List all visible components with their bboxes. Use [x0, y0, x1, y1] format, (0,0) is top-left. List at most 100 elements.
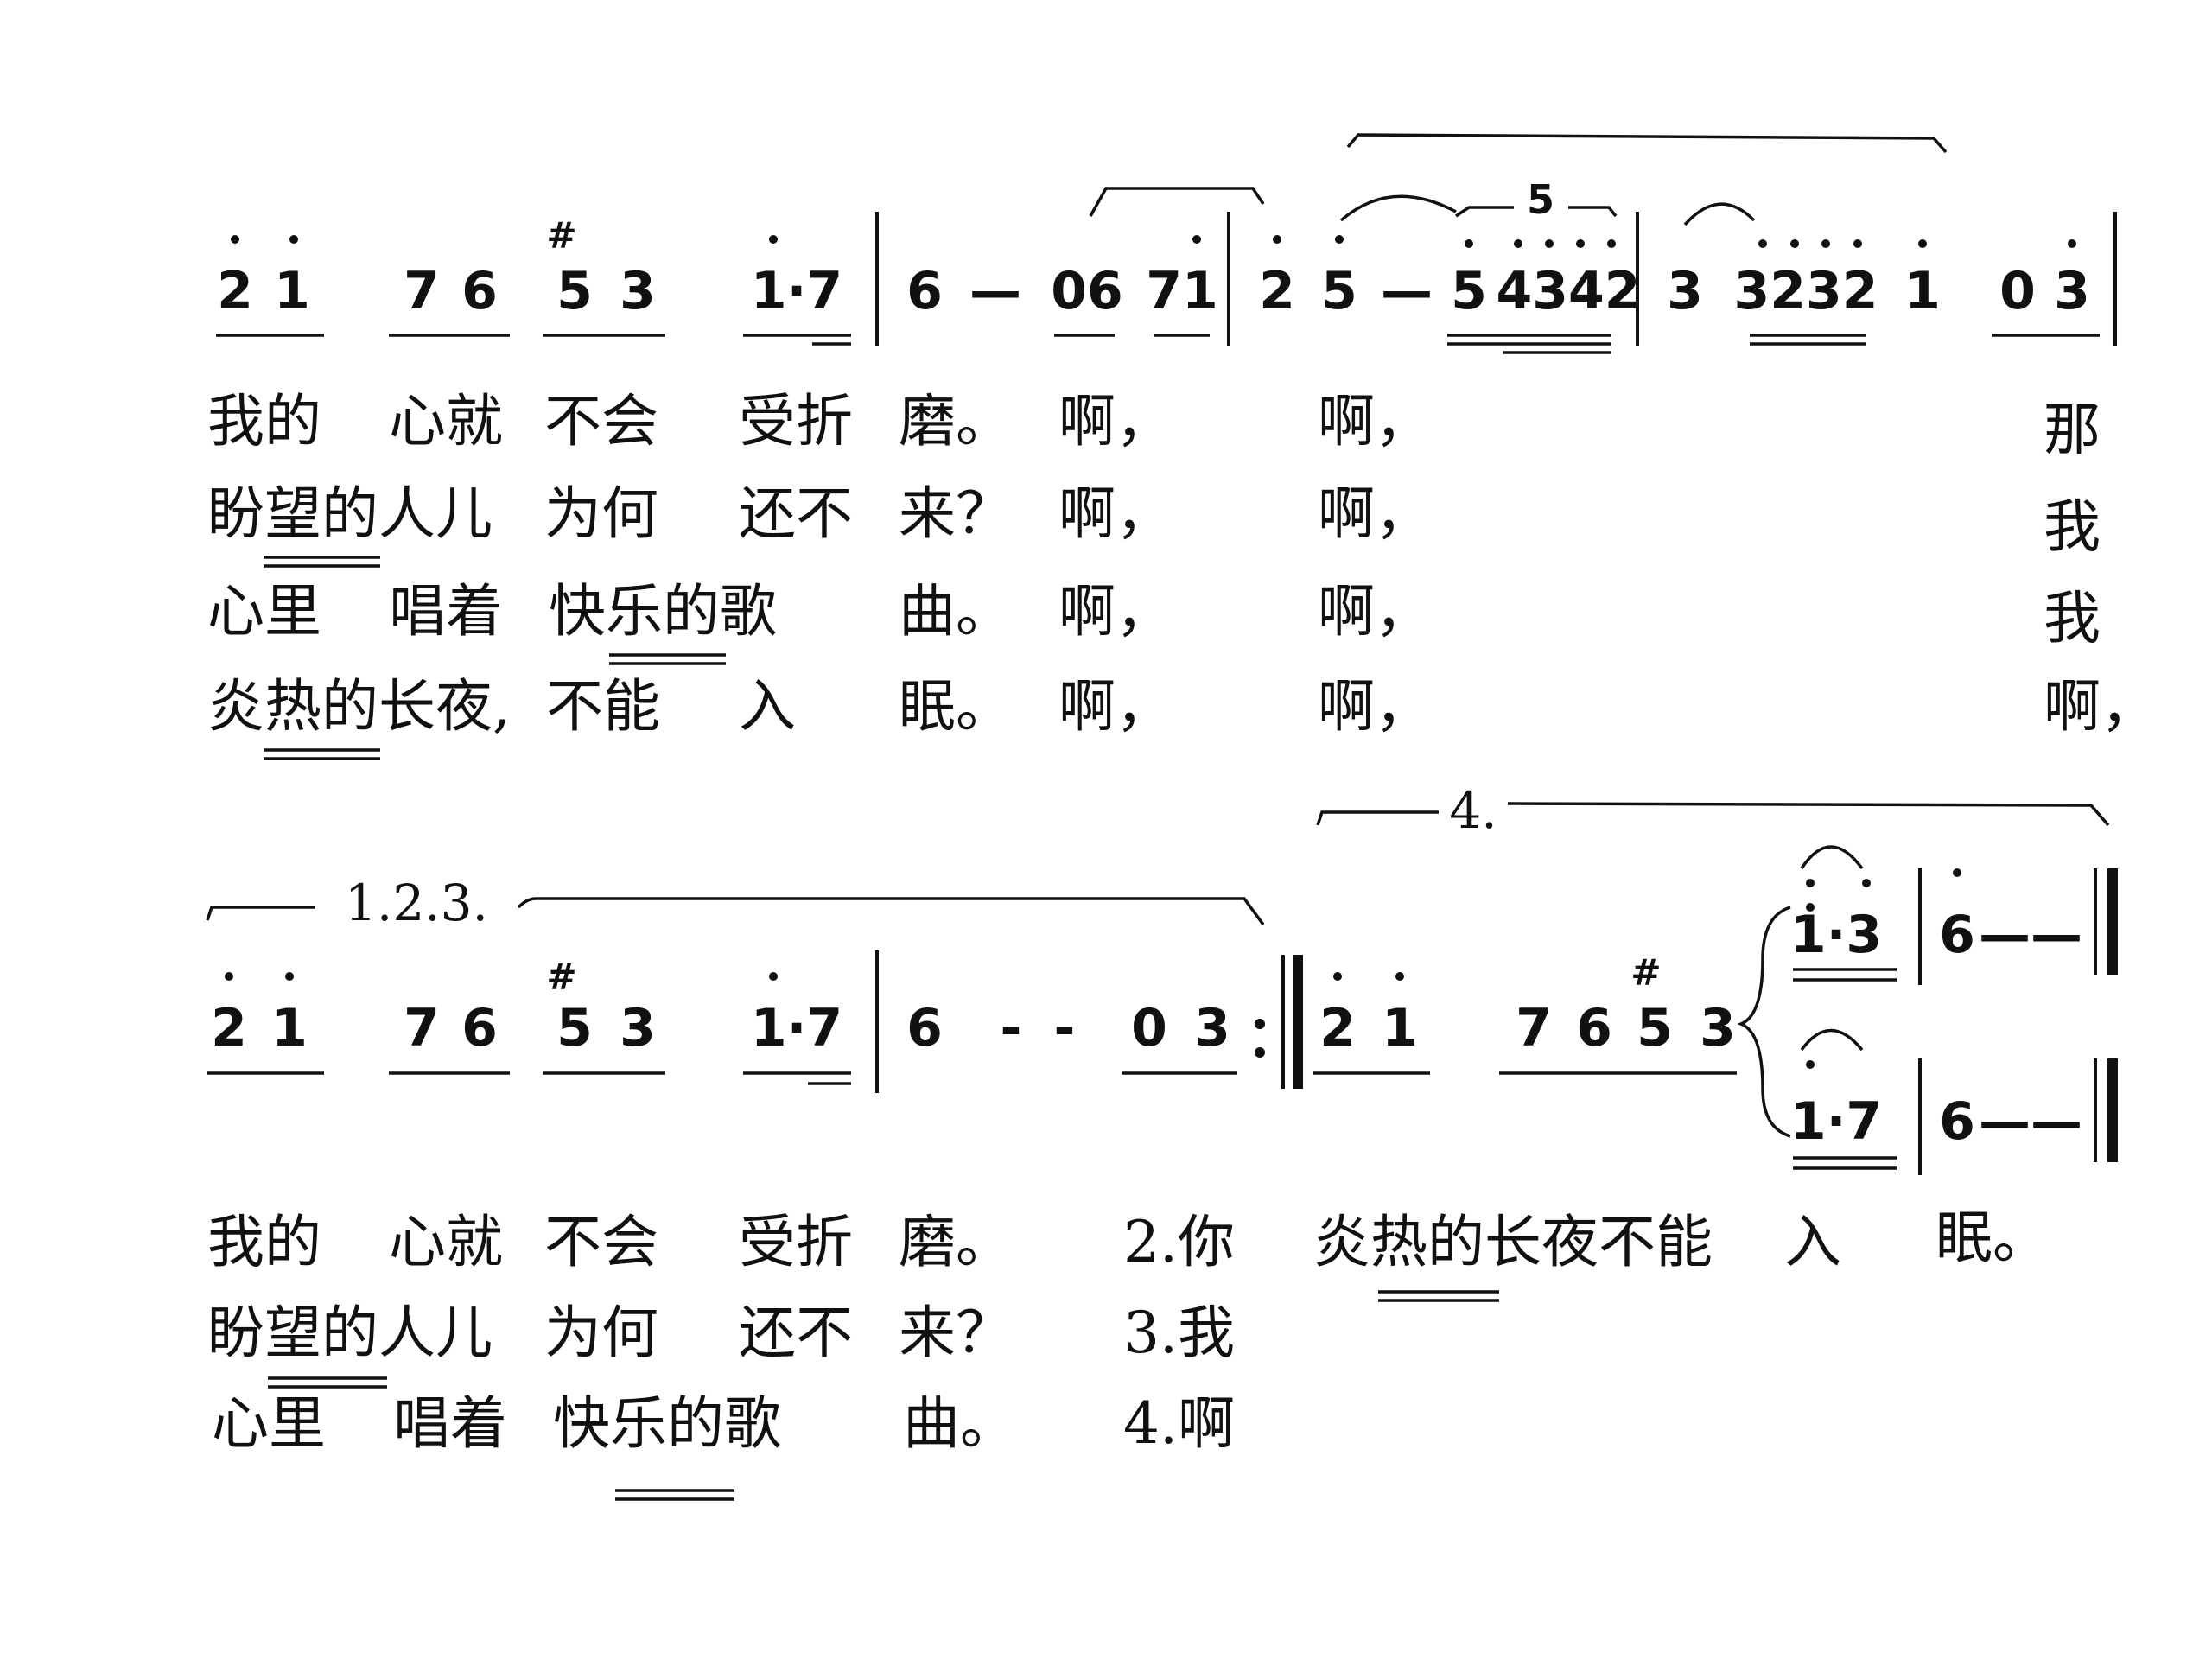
- note: 5: [1321, 261, 1357, 321]
- lyric: 不会: [544, 1209, 658, 1275]
- note: 0: [1131, 998, 1167, 1058]
- note: 3: [1667, 261, 1703, 321]
- system-1: 5 # 2 1 7 6 5 3 1·7 6 — 06 71 2 5 — 5 43…: [207, 133, 2158, 760]
- note: 1: [1904, 261, 1941, 321]
- lyrics-line-6: 盼望的人儿 为何 还不 来？ 3.我: [207, 1300, 1235, 1366]
- lyric: 我: [2044, 493, 2101, 560]
- note: 3: [620, 261, 656, 321]
- lyric-underlines: [264, 556, 726, 760]
- lyric: 来？: [899, 1300, 1013, 1366]
- lyrics-line-7: 心里 唱着 快乐的歌 曲。 4.啊: [212, 1390, 1235, 1457]
- note: 1: [274, 261, 310, 321]
- note: 6: [906, 998, 943, 1058]
- lyric: 4.啊: [1123, 1390, 1235, 1457]
- note: 2: [211, 998, 247, 1058]
- lyrics-line-1: 我的 心就 不会 受折 磨。 啊， 啊， 那: [207, 388, 2101, 463]
- lyric: 还不: [739, 480, 853, 547]
- octave-dot: [1862, 879, 1871, 887]
- note: 6: [1939, 905, 1975, 965]
- note: 2: [1259, 261, 1295, 321]
- lyric: 啊，: [1318, 673, 1432, 740]
- lyric: 来？: [899, 480, 1013, 547]
- lyric: 为何: [544, 1300, 658, 1366]
- note: 6: [1576, 998, 1612, 1058]
- lyric: 眠。: [1936, 1205, 2050, 1271]
- note: 5: [556, 261, 593, 321]
- note: 6: [1939, 1091, 1975, 1152]
- volta-label-1: 1.2.3.: [345, 874, 488, 932]
- sharp-sign: #: [546, 214, 576, 257]
- note: 3: [1194, 998, 1230, 1058]
- note-group: 3232: [1734, 261, 1878, 321]
- duration-underlines: [207, 1071, 1737, 1085]
- lyric: 啊，: [1318, 388, 1432, 454]
- note: 5: [556, 998, 593, 1058]
- octave-dots: [225, 972, 1404, 981]
- dash: —: [969, 261, 1021, 321]
- octave-dot: [1806, 903, 1815, 912]
- brace: [1737, 906, 1791, 1138]
- lyric: 我: [2044, 585, 2101, 652]
- note: 06: [1051, 261, 1123, 321]
- note: 2: [1319, 998, 1356, 1058]
- lyric: 啊，: [1058, 578, 1173, 645]
- lyric: 磨。: [899, 1209, 1013, 1275]
- lyric: 磨。: [899, 388, 1013, 454]
- dash: -: [1001, 998, 1022, 1058]
- lyric: 那: [2044, 397, 2101, 463]
- note: 6: [906, 261, 943, 321]
- note: 7: [1516, 998, 1552, 1058]
- lyric: 啊，: [1058, 673, 1173, 740]
- lyric: 啊，: [1318, 578, 1432, 645]
- lyrics-line-2: 盼望的人儿 为何 还不 来？ 啊， 啊， 我: [207, 480, 2101, 560]
- dash: —: [2031, 905, 2082, 965]
- slur-upper: [1800, 845, 1864, 870]
- note: 3: [620, 998, 656, 1058]
- lyrics-line-4: 炎热的长夜, 不能 入 眠。 啊， 啊， 啊，: [207, 673, 2158, 740]
- lyric: 受折: [739, 1209, 853, 1275]
- lyric: 眠。: [899, 673, 1013, 740]
- note: 6: [461, 998, 498, 1058]
- lyric: 我的: [207, 388, 321, 454]
- lyric: 我的: [207, 1209, 321, 1275]
- dash: -: [1054, 998, 1076, 1058]
- volta-label-2: 4.: [1449, 781, 1497, 840]
- octave-dots: [231, 235, 2076, 248]
- lyric: 曲。: [903, 1390, 1017, 1457]
- sharp-sign: #: [1630, 951, 1661, 994]
- lyric: 啊，: [1318, 480, 1432, 547]
- lyric: 盼望的人儿: [207, 1300, 493, 1366]
- lyric: 心里: [207, 578, 321, 645]
- volta-bracket-2: [1316, 802, 2110, 827]
- lyric: 啊，: [2044, 673, 2158, 740]
- lyric: 盼望的人儿: [207, 480, 493, 547]
- lyric-underlines: [268, 1290, 1499, 1501]
- dash: —: [1381, 261, 1433, 321]
- sharp-sign: #: [546, 956, 576, 998]
- system-2: 1.2.3. 4. # # 2 1 7 6 5 3 1·7 6 - - 0 3 …: [206, 781, 2118, 1501]
- octave-dot: [1806, 1060, 1815, 1069]
- slur-arc-1: [1339, 194, 1457, 222]
- lyric: 还不: [739, 1300, 853, 1366]
- lyric: 入: [739, 673, 796, 740]
- note: 0: [1999, 261, 2036, 321]
- lyric: 2.你: [1123, 1209, 1235, 1275]
- duration-underlines: [216, 334, 2100, 354]
- dash: —: [2031, 1091, 2082, 1152]
- tuplet-bracket: [1455, 206, 1618, 218]
- lyric: 心就: [389, 1209, 503, 1275]
- lyric: 为何: [544, 480, 658, 547]
- lyrics-line-5: 我的 心就 不会 受折 磨。 2.你: [207, 1209, 1235, 1275]
- lyric: 啊，: [1058, 388, 1173, 454]
- lyric: 心里: [212, 1390, 326, 1457]
- note: 7: [404, 261, 440, 321]
- slur-bracket-1: [1089, 187, 1265, 217]
- tuplet-label: 5: [1527, 176, 1554, 223]
- lyric: 啊，: [1058, 480, 1173, 547]
- lyric: 心就: [389, 388, 503, 454]
- note: 1: [271, 998, 308, 1058]
- note: 71: [1146, 261, 1218, 321]
- lyric: 快乐的歌: [553, 1390, 781, 1457]
- lyric: 唱着: [393, 1390, 507, 1457]
